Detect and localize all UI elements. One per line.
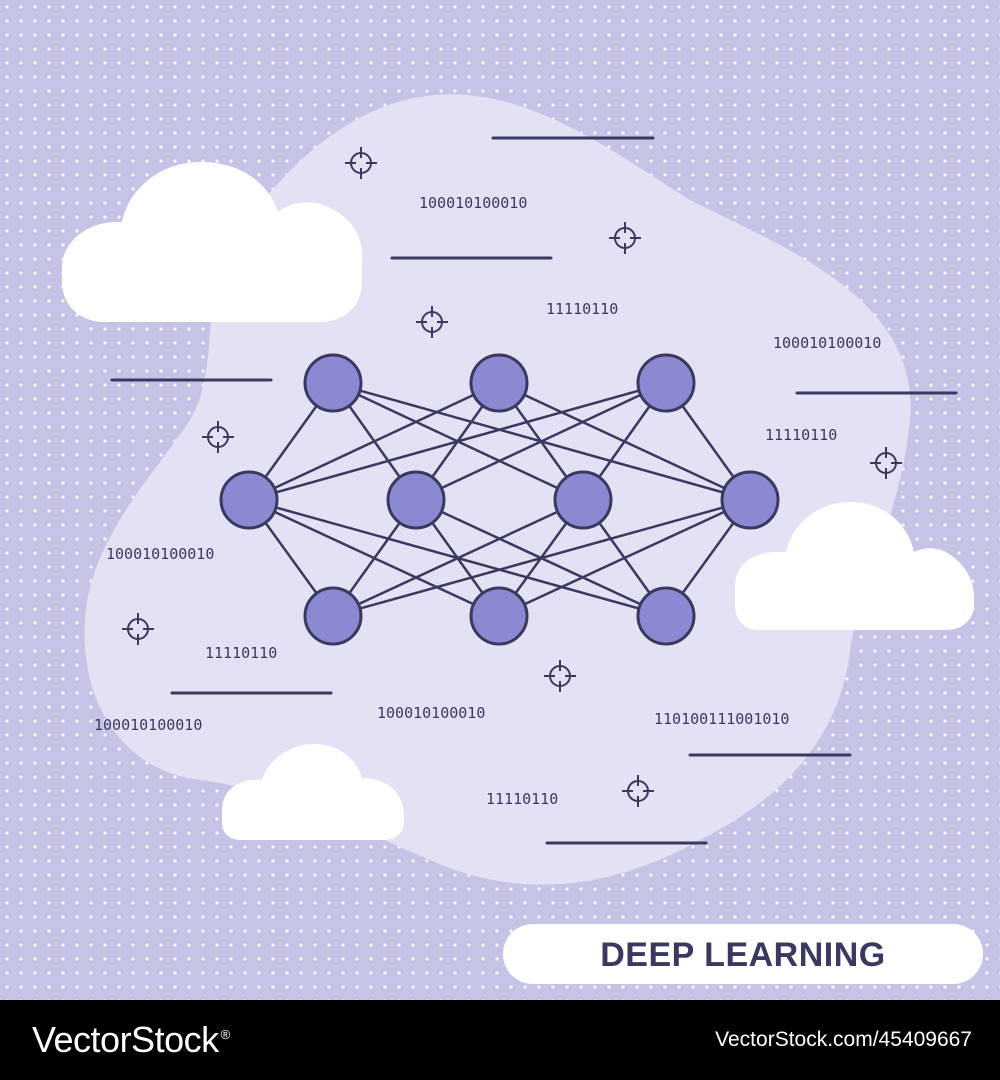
crosshair-icon [870,447,902,479]
illustration-canvas: 100010100010 11110110 100010100010 11110… [0,0,1000,1000]
binary-label: 100010100010 [773,334,881,352]
decorative-lines [110,136,958,845]
cloud-icon [735,502,974,630]
image-id-text: VectorStock.com/45409667 [715,1028,972,1051]
binary-label: 11110110 [765,426,837,444]
brand-name: VectorStock [32,1019,219,1060]
binary-label: 100010100010 [377,704,485,722]
crosshair-icon [544,660,576,692]
binary-label: 100010100010 [106,545,214,563]
network-connection [415,381,667,502]
crosshair-icon [122,613,154,645]
binary-label: 11110110 [205,644,277,662]
network-nodes [219,353,780,646]
brand-logo: VectorStock® [32,1019,230,1061]
network-node [636,353,696,413]
binary-label: 11110110 [546,300,618,318]
cloud-icon [222,744,404,840]
title-pill-background [503,924,983,984]
binary-label: 100010100010 [419,194,527,212]
binary-label: 100010100010 [94,716,202,734]
network-node [219,470,279,530]
crosshair-icon [416,306,448,338]
title-text: DEEP LEARNING [600,936,885,974]
network-connection [415,498,667,618]
footer-bar: VectorStock® VectorStock.com/45409667 [0,1000,1000,1080]
binary-label: 11110110 [486,790,558,808]
brand-registered-mark: ® [220,1027,231,1042]
network-node [469,586,529,646]
network-node [720,470,780,530]
network-node [303,353,363,413]
cloud-icon [62,162,363,322]
crosshair-icons [122,147,902,807]
title-pill: DEEP LEARNING [503,924,983,984]
network-node [303,586,363,646]
crosshair-icon [609,222,641,254]
illustration: 100010100010 11110110 100010100010 11110… [0,0,1000,1000]
network-node [553,470,613,530]
crosshair-icon [202,421,234,453]
crosshair-icon [622,775,654,807]
binary-label: 110100111001010 [654,710,789,728]
binary-labels: 100010100010 11110110 100010100010 11110… [94,194,881,808]
crosshair-icon [345,147,377,179]
network-node [469,353,529,413]
network-node [386,470,446,530]
network-node [636,586,696,646]
